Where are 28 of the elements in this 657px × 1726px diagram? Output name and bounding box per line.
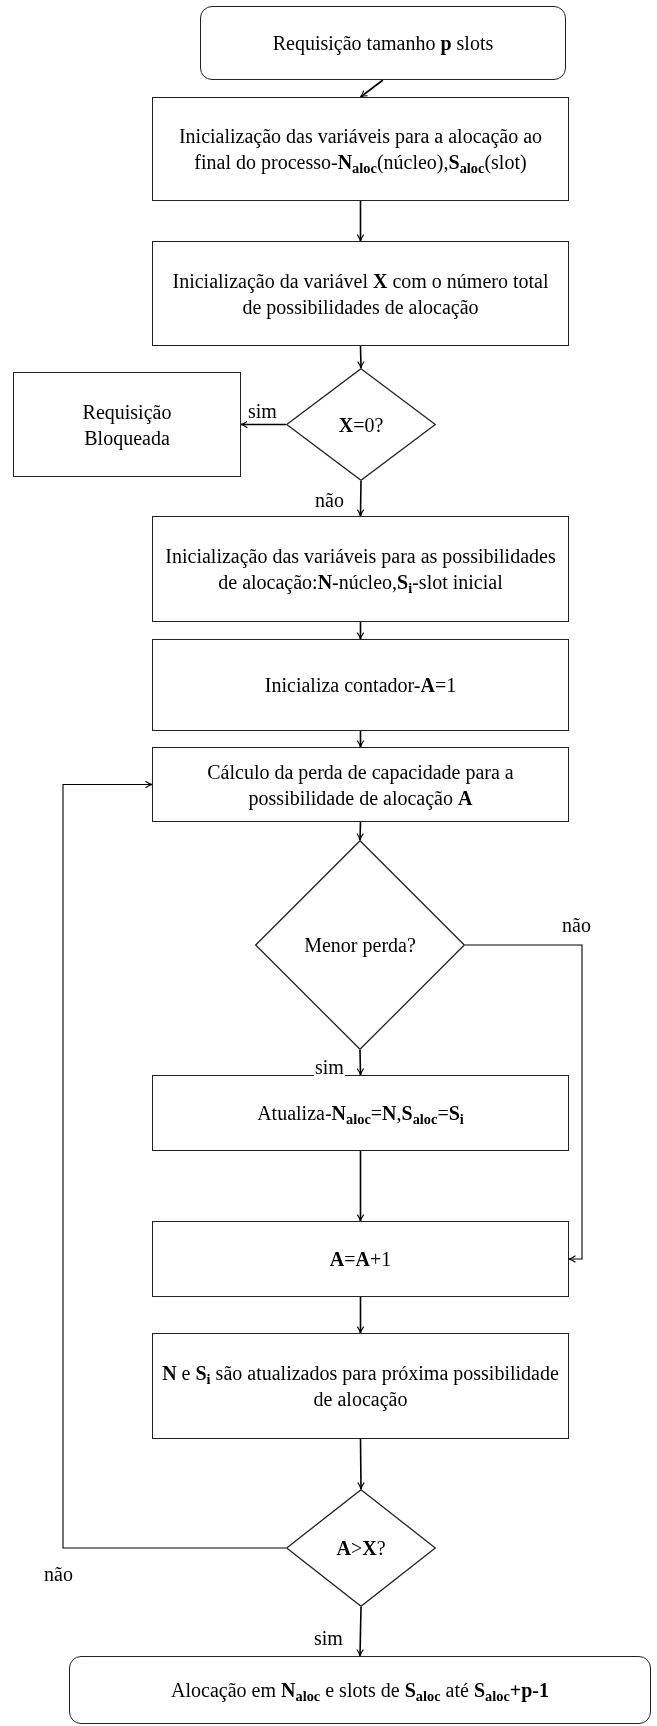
process-box xyxy=(152,97,569,201)
node-text: Inicialização das variáveis para as possibilidades de alocação:N-núcleo,S$_{i}$-slot inicial xyxy=(164,544,557,595)
decision-diamond xyxy=(286,1489,436,1607)
node-text: Inicialização das variáveis para a alocação ao final do processo-N$_{aloc}$(núcleo),S$_{aloc}$(slot) xyxy=(177,124,544,175)
process-box xyxy=(152,639,569,731)
node-text: Cálculo da perda de capacidade para a possibilidade de alocação A xyxy=(206,759,515,811)
node-text: Alocação em N$_{aloc}$ e slots de S$_{aloc}$ até S$_{aloc}$+p-1 xyxy=(170,1678,550,1703)
process-box xyxy=(152,1221,569,1297)
decision-diamond xyxy=(286,368,436,481)
decision-diamond xyxy=(255,840,465,1050)
process-box xyxy=(152,747,569,822)
terminal-box xyxy=(200,6,566,80)
node-text: Inicialização da variável X com o número total de possibilidades de alocação xyxy=(171,268,550,320)
node-text: Menor perda? xyxy=(303,933,417,958)
node-text: A=A+1 xyxy=(328,1247,393,1272)
node-text: Requisição Bloqueada xyxy=(81,399,173,451)
node-text: N e S$_{i}$ são atualizados para próxima possibilidade de alocação xyxy=(161,1361,560,1412)
node-text: Atualiza-N$_{aloc}$=N,S$_{aloc}$=S$_{i}$ xyxy=(256,1101,465,1126)
node-text: Inicializa contador-A=1 xyxy=(263,673,458,698)
process-box xyxy=(152,516,569,622)
process-box xyxy=(13,372,241,477)
node-text: Requisição tamanho p slots xyxy=(271,31,495,56)
terminal-box xyxy=(69,1656,651,1724)
process-box xyxy=(152,1075,569,1151)
node-text: A>X? xyxy=(335,1536,387,1561)
node-text: X=0? xyxy=(337,412,385,438)
process-box xyxy=(152,1333,569,1439)
process-box xyxy=(152,241,569,346)
